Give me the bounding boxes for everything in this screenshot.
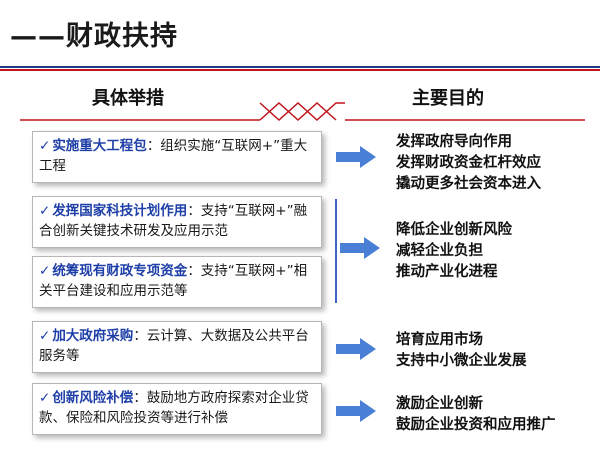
check-icon: ✓: [39, 203, 51, 219]
right-arrow-icon: [336, 400, 376, 422]
goal-item: 激励企业创新: [396, 396, 483, 412]
check-icon: ✓: [39, 138, 51, 154]
measure-box-5: ✓创新风险补偿：鼓励地方政府探索对企业贷款、保险和风险投资等进行补偿: [32, 383, 322, 435]
goal-item: 支持中小微企业发展: [396, 353, 527, 369]
goal-item: 培育应用市场: [396, 332, 483, 348]
measure-box-3: ✓统筹现有财政专项资金：支持“互联网+”相关平台建设和应用示范等: [32, 256, 322, 308]
goal-item: 减轻企业负担: [396, 243, 483, 259]
goal-item: 发挥财政资金杠杆效应: [396, 155, 541, 171]
header-decoration: [20, 101, 585, 122]
measure-text: ：鼓励地方政府探索对企业贷款、保险和风险投资等进行补偿: [39, 390, 309, 426]
goal-item: 推动产业化进程: [396, 264, 498, 280]
goal-group-1: 发挥政府导向作用 发挥财政资金杠杆效应 撬动更多社会资本进入: [396, 132, 541, 195]
measure-text: ：支持“互联网+”相关平台建设和应用示范等: [39, 263, 308, 299]
group-bracket-line: [335, 199, 337, 303]
check-icon: ✓: [39, 263, 51, 279]
measure-highlight: 发挥国家科技计划作用: [52, 203, 188, 219]
goal-item: 鼓励企业投资和应用推广: [396, 417, 556, 433]
goal-group-4: 激励企业创新 鼓励企业投资和应用推广: [396, 394, 556, 436]
deco-zigzag-a: [259, 101, 337, 122]
measure-highlight: 创新风险补偿: [52, 390, 134, 406]
right-arrow-icon: [340, 237, 380, 259]
right-arrow-icon: [336, 338, 376, 360]
measure-text: ：组织实施“互联网+”重大工程: [39, 138, 308, 174]
goal-item: 降低企业创新风险: [396, 222, 512, 238]
measure-text: ：云计算、大数据及公共平台服务等: [39, 328, 309, 364]
measure-highlight: 实施重大工程包: [52, 138, 147, 154]
header-measures: 具体举措: [92, 88, 164, 109]
measure-box-2: ✓发挥国家科技计划作用：支持“互联网+”融合创新关键技术研发及应用示范: [32, 196, 322, 248]
deco-zigzag-b: [259, 101, 345, 122]
goal-group-2: 降低企业创新风险 减轻企业负担 推动产业化进程: [396, 220, 512, 283]
measure-highlight: 加大政府采购: [52, 328, 134, 344]
measure-highlight: 统筹现有财政专项资金: [52, 263, 188, 279]
measure-text: ：支持“互联网+”融合创新关键技术研发及应用示范: [39, 203, 308, 239]
goal-item: 发挥政府导向作用: [396, 134, 512, 150]
page-title: ——财政扶持: [10, 21, 178, 52]
measure-box-1: ✓实施重大工程包：组织实施“互联网+”重大工程: [32, 131, 322, 183]
check-icon: ✓: [39, 390, 51, 406]
header-goals: 主要目的: [412, 88, 484, 109]
goal-group-3: 培育应用市场 支持中小微企业发展: [396, 330, 527, 372]
goal-item: 撬动更多社会资本进入: [396, 176, 541, 192]
title-rule-red: [0, 69, 600, 71]
check-icon: ✓: [39, 328, 51, 344]
measure-box-4: ✓加大政府采购：云计算、大数据及公共平台服务等: [32, 321, 322, 373]
right-arrow-icon: [336, 146, 376, 168]
title-rule-navy: [0, 66, 600, 68]
